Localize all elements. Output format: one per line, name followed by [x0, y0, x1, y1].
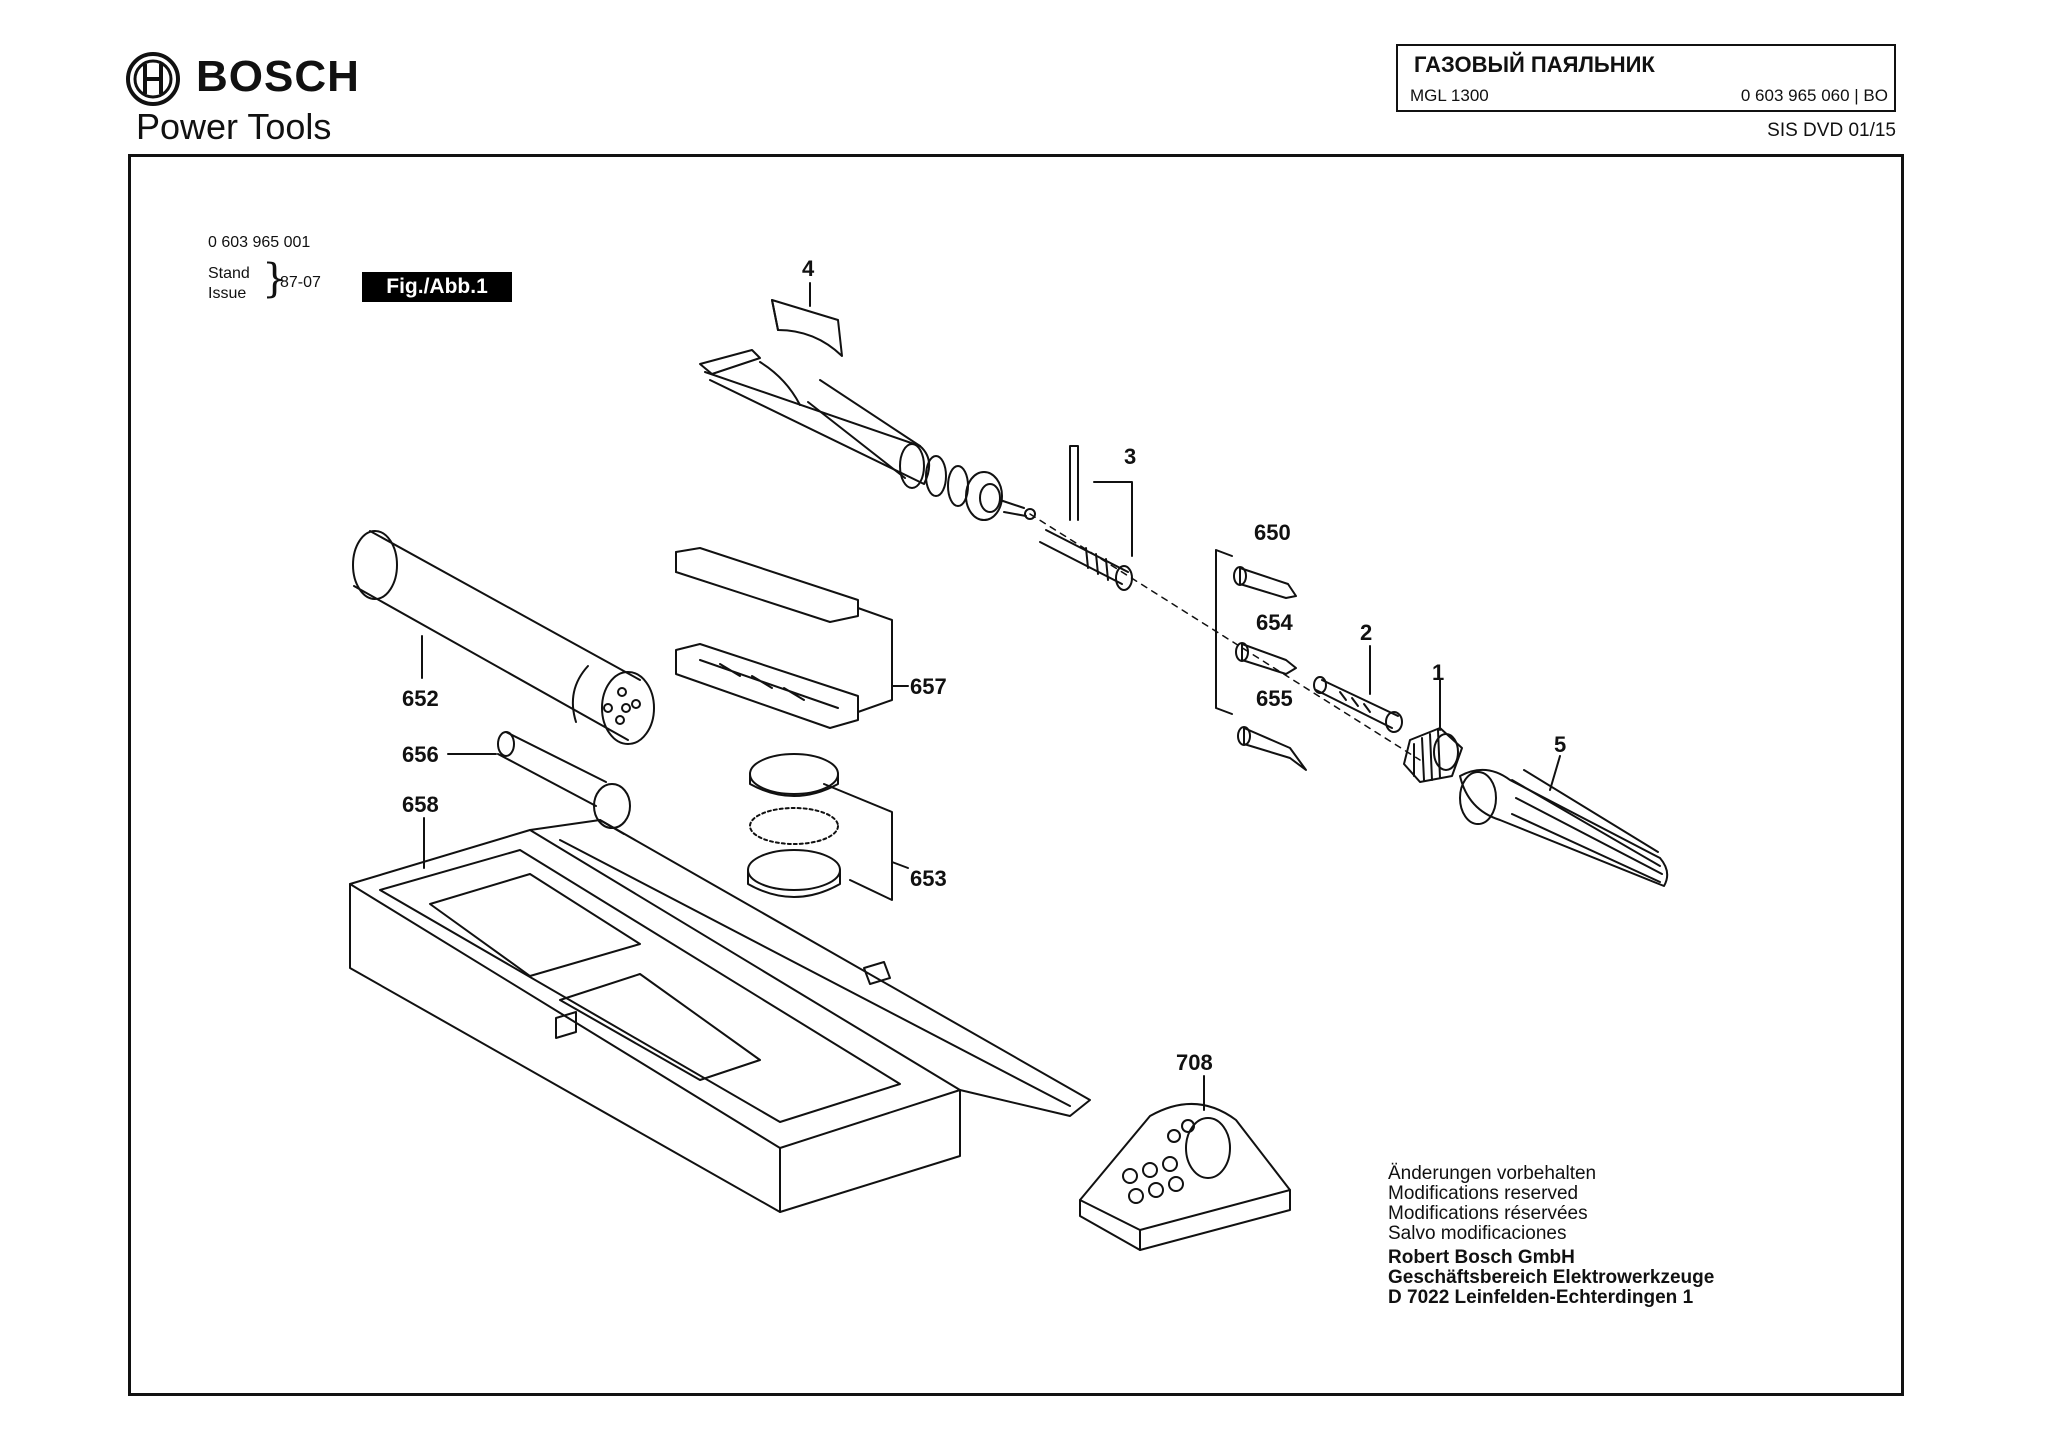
part-tipbox-drawing — [675, 547, 909, 729]
part-cartridge-drawing — [352, 530, 655, 745]
figure-tag: Fig./Abb.1 — [362, 272, 512, 302]
part-nozzle-drawing — [1039, 445, 1133, 591]
callout-708: 708 — [1176, 1050, 1213, 1075]
company-name: Robert Bosch GmbH — [1388, 1247, 1575, 1268]
note-line-german: Änderungen vorbehalten — [1388, 1163, 1597, 1184]
note-line-english: Modifications reserved — [1388, 1183, 1579, 1204]
issue-label: Issue — [208, 285, 247, 302]
callout-656: 656 — [402, 742, 439, 767]
callout-652: 652 — [402, 686, 439, 711]
callout-657: 657 — [910, 674, 947, 699]
part-case-drawing — [349, 819, 1091, 1213]
brand-name: BOSCH — [196, 52, 360, 101]
callout-3: 3 — [1124, 444, 1136, 469]
company-division: Geschäftsbereich Elektrowerkzeuge — [1388, 1267, 1715, 1288]
notes-block: Änderungen vorbehalten Modifications res… — [1388, 1164, 1714, 1308]
part-burner-body-drawing — [699, 349, 1036, 521]
part-number: 0 603 965 060 | BO — [1740, 86, 1888, 105]
issue-code: SIS DVD 01/15 — [1767, 120, 1896, 141]
callout-4: 4 — [802, 256, 815, 281]
company-address: D 7022 Leinfelden-Echterdingen 1 — [1388, 1287, 1694, 1308]
callout-5: 5 — [1554, 732, 1566, 757]
note-line-french: Modifications réservées — [1388, 1203, 1588, 1224]
part-sleeve-drawing — [771, 299, 843, 357]
brace-symbol: } — [262, 256, 288, 302]
part-cap-drawing — [1459, 769, 1669, 887]
reference-number: 0 603 965 001 — [208, 234, 311, 251]
part-stand-drawing — [1079, 1103, 1291, 1251]
part-tube-drawing — [1313, 676, 1403, 733]
callout-658: 658 — [402, 792, 439, 817]
callout-653: 653 — [910, 866, 947, 891]
title-block: ГАЗОВЫЙ ПАЯЛЬНИК MGL 1300 0 603 965 060 … — [1396, 44, 1896, 112]
callout-654: 654 — [1256, 610, 1293, 635]
callout-2: 2 — [1360, 620, 1372, 645]
part-valve-drawing — [497, 731, 631, 835]
part-nut-drawing — [1403, 727, 1463, 783]
drawing-frame — [128, 154, 1904, 1396]
stand-issue-labels: Stand Issue — [208, 264, 250, 304]
part-sponge-drawing — [747, 753, 909, 901]
brand-subtitle: Power Tools — [136, 106, 332, 147]
callout-655: 655 — [1256, 686, 1293, 711]
document-title: ГАЗОВЫЙ ПАЯЛЬНИК — [1414, 52, 1655, 77]
callout-650: 650 — [1254, 520, 1291, 545]
bosch-logo-icon — [126, 52, 180, 106]
stand-label: Stand — [208, 265, 250, 282]
part-tips-drawing — [1215, 549, 1307, 771]
callout-1: 1 — [1432, 660, 1444, 685]
model-name: MGL 1300 — [1410, 86, 1489, 105]
note-line-spanish: Salvo modificaciones — [1388, 1223, 1567, 1244]
stand-value: 87-07 — [280, 274, 321, 291]
